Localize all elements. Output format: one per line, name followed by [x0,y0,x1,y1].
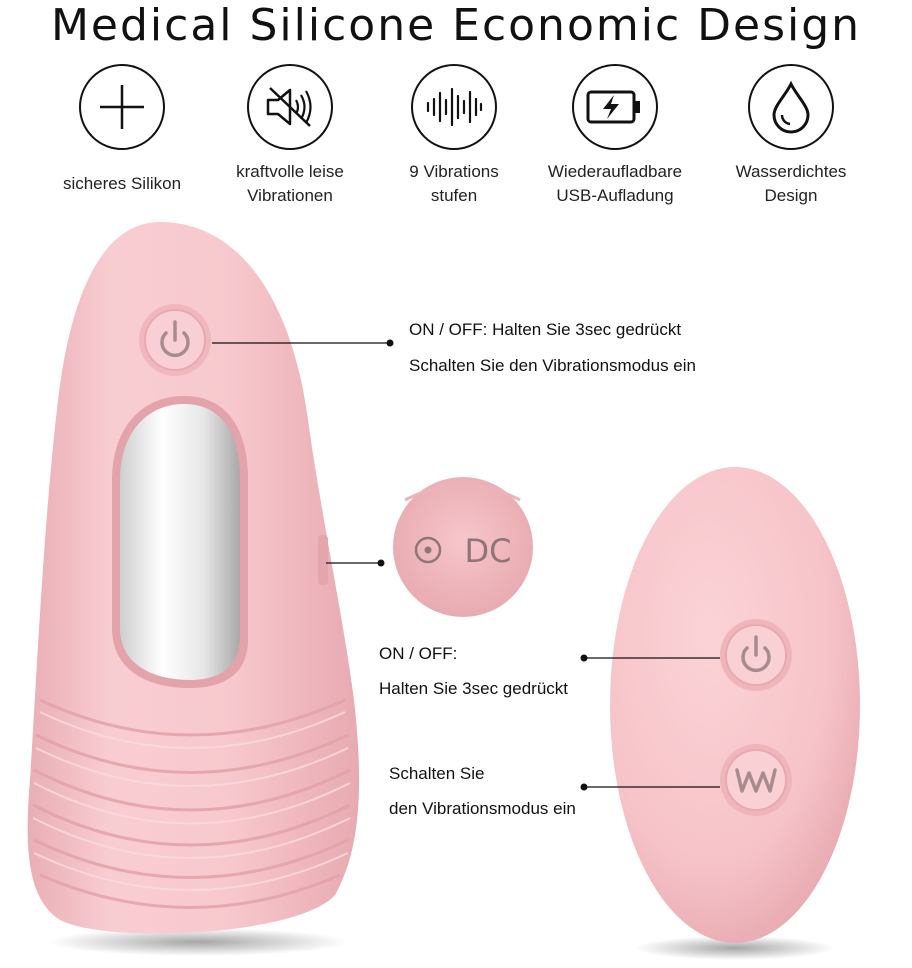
remote-shadow [635,936,835,960]
soundwave-icon [411,64,497,150]
mute-speaker-icon [247,64,333,150]
feature-label: Design [764,186,818,205]
feature-label: Vibrationen [247,186,333,205]
water-drop-icon [748,64,834,150]
feature-label: Wasserdichtes [735,162,847,181]
remote-mode-note: Schalten Sie [389,764,485,783]
feature-label: kraftvolle leise [236,162,344,181]
feature-safe-silicone: sicheres Silikon [42,64,202,196]
device-shadow [48,928,348,956]
device-power-note: ON / OFF: Halten Sie 3sec gedrückt [409,320,682,339]
feature-label: stufen [430,186,478,205]
charging-port-zoom: DC [393,477,533,617]
charging-port-icon [414,536,442,564]
feature-label: 9 Vibrations [409,162,499,181]
plus-icon [79,64,165,150]
vibration-mode-icon [735,768,777,793]
power-icon [741,635,771,673]
remote-mode-note-2: den Vibrationsmodus ein [389,799,576,818]
charging-port-label: DC [465,532,512,570]
page-title: Medical Silicone Economic Design [50,0,862,51]
battery-charging-icon [572,64,658,150]
remote-power-button[interactable] [720,619,792,691]
remote-hold-note: Halten Sie 3sec gedrückt [379,679,568,698]
metal-plate [120,404,240,680]
remote-control [610,467,860,943]
feature-label: USB-Aufladung [556,186,674,205]
remote-onoff-note: ON / OFF: [379,644,458,663]
device-power-button[interactable] [139,304,211,376]
feature-label: sicheres Silikon [62,174,182,193]
device-mode-note: Schalten Sie den Vibrationsmodus ein [409,356,696,375]
remote-mode-button[interactable] [720,744,792,816]
feature-vibration-levels: 9 Vibrations stufen [374,64,534,208]
power-icon [160,320,190,358]
feature-label: Wiederaufladbare [547,162,683,181]
vibrator-device [27,222,360,934]
